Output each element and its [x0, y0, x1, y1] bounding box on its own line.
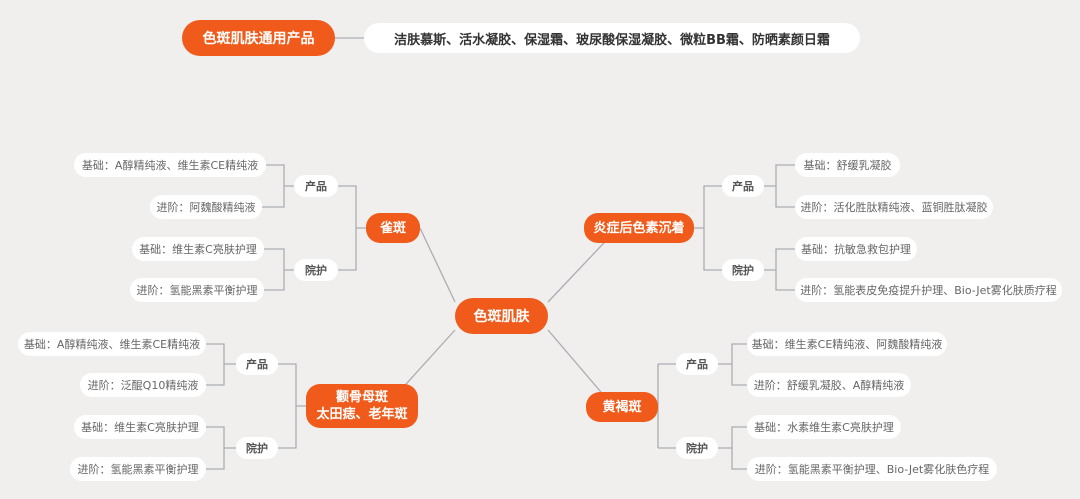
freckle-product-label: 产品 [294, 175, 338, 197]
nevus-label-line2: 太田痣、老年斑 [316, 407, 408, 422]
connector [764, 164, 795, 208]
pih-care-basic: 基础：抗敏急救包护理 [795, 237, 917, 261]
connector [262, 164, 294, 208]
connector [338, 185, 366, 271]
nevus-product-basic: 基础：A醇精纯液、维生素CE精纯液 [18, 332, 206, 356]
pih-product-label: 产品 [722, 175, 764, 197]
pih-care-label: 院护 [722, 259, 764, 281]
nevus-product-advanced: 进阶：泛醌Q10精纯液 [80, 373, 206, 397]
nevus-product-label: 产品 [236, 353, 278, 375]
general-products-title: 色斑肌肤通用产品 [182, 20, 335, 56]
branch-freckle: 雀斑 [366, 213, 420, 243]
nevus-care-label: 院护 [236, 437, 278, 459]
freckle-product-basic: 基础：A醇精纯液、维生素CE精纯液 [74, 153, 266, 177]
melasma-product-label: 产品 [676, 353, 718, 375]
connector [764, 248, 795, 291]
melasma-care-advanced: 进阶：氢能黑素平衡护理、Bio-Jet雾化肤色疗程 [747, 457, 997, 481]
branch-melasma: 黄褐斑 [586, 392, 658, 422]
branch-nevus: 颧骨母斑 太田痣、老年斑 [306, 384, 418, 428]
branch-pih: 炎症后色素沉着 [584, 213, 694, 243]
pih-product-basic: 基础：舒缓乳凝胶 [795, 153, 900, 177]
melasma-product-basic: 基础：维生素CE精纯液、阿魏酸精纯液 [747, 332, 947, 356]
pih-product-advanced: 进阶：活化胜肽精纯液、蓝铜胜肽凝胶 [795, 195, 993, 219]
freckle-care-advanced: 进阶：氢能黑素平衡护理 [130, 278, 264, 302]
center-node: 色斑肌肤 [455, 298, 548, 334]
connector [206, 426, 236, 470]
connector [278, 363, 306, 449]
connector [264, 248, 294, 291]
melasma-care-label: 院护 [676, 437, 718, 459]
melasma-care-basic: 基础：水素维生素C亮肤护理 [747, 415, 901, 439]
freckle-care-label: 院护 [294, 259, 338, 281]
freckle-product-advanced: 进阶：阿魏酸精纯液 [150, 195, 262, 219]
freckle-care-basic: 基础：维生素C亮肤护理 [132, 237, 264, 261]
nevus-label-line1: 颧骨母斑 [335, 390, 388, 405]
melasma-product-advanced: 进阶：舒缓乳凝胶、A醇精纯液 [747, 373, 911, 397]
connector [718, 426, 747, 470]
nevus-care-advanced: 进阶：氢能黑素平衡护理 [70, 457, 206, 481]
pih-care-advanced: 进阶：氢能表皮免疫提升护理、Bio-Jet雾化肤质疗程 [795, 278, 1062, 302]
general-products-list: 洁肤慕斯、活水凝胶、保湿霜、玻尿酸保湿凝胶、微粒BB霜、防晒素颜日霜 [364, 23, 860, 53]
nevus-care-basic: 基础：维生素C亮肤护理 [74, 415, 206, 439]
connector [206, 343, 236, 386]
connector [694, 185, 722, 271]
connector [718, 343, 747, 386]
connector [419, 227, 456, 303]
